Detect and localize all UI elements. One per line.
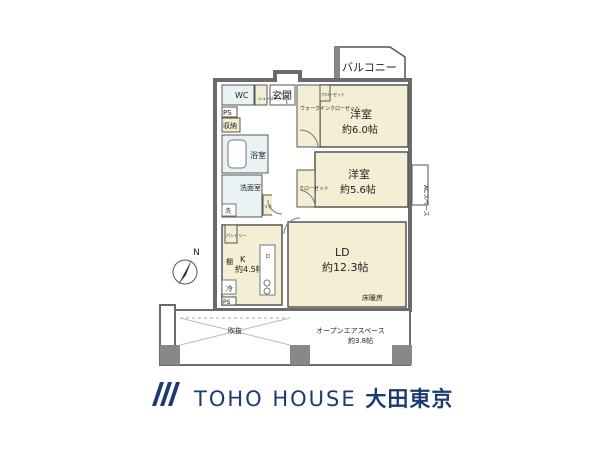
wc-label: WC	[235, 91, 249, 100]
kitchen-label: K	[240, 255, 246, 264]
closet-room2: クローゼット	[296, 169, 329, 208]
walkin-closet: ウォークインクローゼット	[296, 84, 360, 148]
ps-label: PS	[223, 109, 232, 117]
room1-size: 約6.0帖	[342, 123, 378, 136]
brand-logo: TOHO HOUSE 大田東京	[150, 375, 453, 415]
floor-heating-label: 床暖房	[362, 293, 383, 302]
room1-label: 洋室	[350, 107, 372, 121]
balcony-label: バルコニー	[342, 61, 397, 74]
atrium-label: 吹抜	[228, 326, 242, 335]
brand-name: TOHO HOUSE 大田東京	[194, 383, 453, 413]
brand-mark-icon	[152, 382, 180, 406]
ac-space: ACスペース	[411, 164, 429, 216]
ps-storage: PS 収納	[221, 106, 241, 133]
compass-icon: N	[172, 248, 200, 285]
pantry-label: パントリー	[226, 233, 246, 238]
ld-size: 約12.3帖	[322, 260, 369, 274]
brand-branch: 大田東京	[365, 387, 454, 411]
balcony-area: バルコニー	[334, 46, 406, 81]
hallway	[272, 108, 294, 218]
closet-room1: クローゼット	[319, 84, 345, 102]
kitchen-size: 約4.5帖	[235, 264, 264, 274]
ac-space-label: ACスペース	[422, 185, 429, 216]
shelf-label: 棚	[226, 257, 233, 266]
ld-label: LD	[335, 246, 350, 259]
compass-label: N	[193, 248, 200, 258]
storage-label: 収納	[223, 121, 237, 130]
living-dining: LD 約12.3帖 床暖房	[287, 221, 407, 308]
closet2-label: クローゼット	[299, 185, 329, 192]
closet1-label: クローゼット	[321, 91, 345, 97]
open-air-label: オープンエアスペース	[316, 327, 385, 335]
room-western-1: 洋室 約6.0帖	[319, 84, 409, 148]
kitchen: パントリー K 約4.5帖 棚 冷 PS D	[221, 224, 283, 306]
d-label: D	[266, 254, 270, 260]
outdoor-strip: 吹抜 オープンエアスペース 約3.8帖	[159, 304, 412, 366]
washer-label: 洗	[225, 207, 231, 215]
shoe-box: シューズボックス	[254, 84, 290, 106]
doors	[267, 91, 319, 235]
washroom-label: 洗面室	[240, 183, 261, 192]
shoe-label: シューズボックス	[258, 95, 290, 101]
bath-label: 浴室	[250, 150, 266, 160]
room2-label: 洋室	[348, 167, 370, 181]
open-air-size: 約3.8帖	[348, 336, 373, 345]
room-western-2: 洋室 約5.6帖	[314, 151, 409, 208]
room2-size: 約5.6帖	[340, 183, 376, 196]
fridge-label: 冷	[226, 284, 233, 293]
walkin-label: ウォークインクローゼット	[300, 105, 360, 112]
bathroom: 浴室	[221, 134, 269, 174]
linen-label: リネン	[264, 203, 276, 209]
washroom: 洗面室 洗 リネン	[221, 174, 276, 218]
wc: WC	[221, 84, 255, 106]
ps-bottom-label: PS	[223, 299, 231, 306]
brand-name-text: TOHO HOUSE	[194, 387, 357, 411]
